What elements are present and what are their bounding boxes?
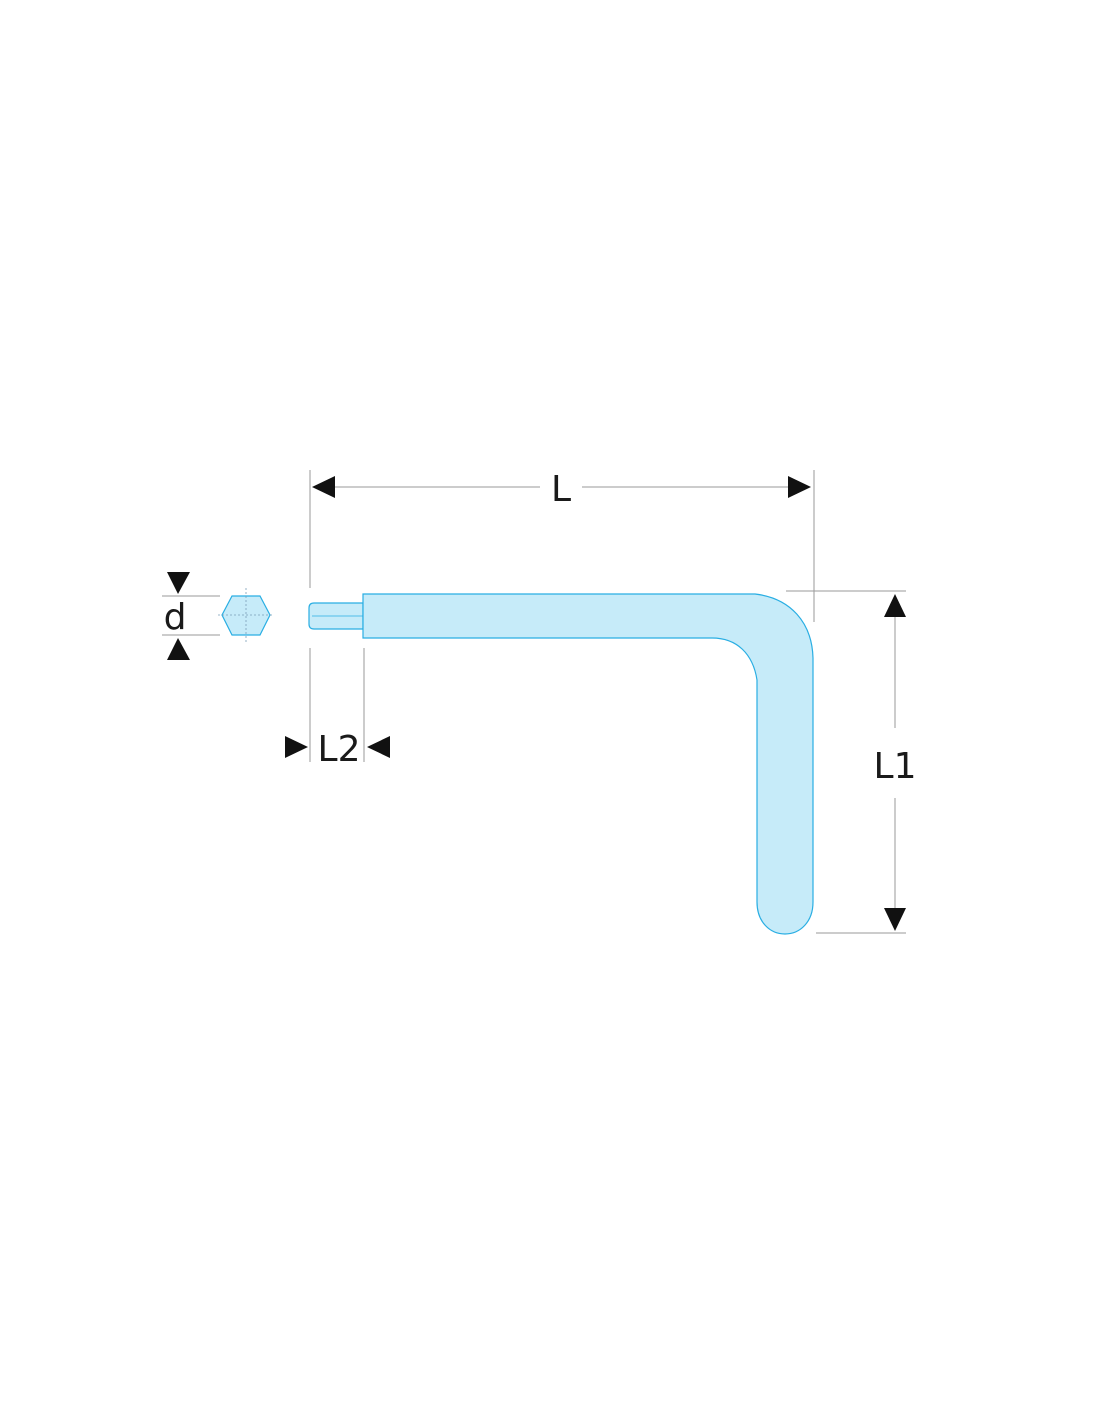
dimension-l1-label: L1 bbox=[874, 746, 917, 787]
dimension-l-arrow-right bbox=[788, 476, 811, 498]
dimension-d-arrow-top bbox=[167, 572, 190, 594]
hex-key-body bbox=[308, 593, 814, 935]
dimension-l: L bbox=[309, 469, 815, 622]
dimension-l1-arrow-top bbox=[884, 594, 906, 617]
dimension-d-arrow-bottom bbox=[167, 638, 190, 660]
dimension-l-arrow-left bbox=[312, 476, 335, 498]
dimension-d-label: d bbox=[164, 597, 187, 638]
dimension-d: d bbox=[162, 572, 220, 660]
dimension-l2-label: L2 bbox=[318, 729, 361, 770]
dimension-l1: L1 bbox=[786, 590, 917, 934]
hex-end-view bbox=[218, 588, 274, 642]
hex-key-shaft bbox=[362, 593, 814, 935]
dimension-l2-arrow-right bbox=[367, 736, 390, 758]
dimension-l-label: L bbox=[551, 469, 571, 510]
dimension-l2: L2 bbox=[285, 648, 390, 770]
dimension-l1-arrow-bottom bbox=[884, 908, 906, 931]
dimension-l2-arrow-left bbox=[285, 736, 308, 758]
